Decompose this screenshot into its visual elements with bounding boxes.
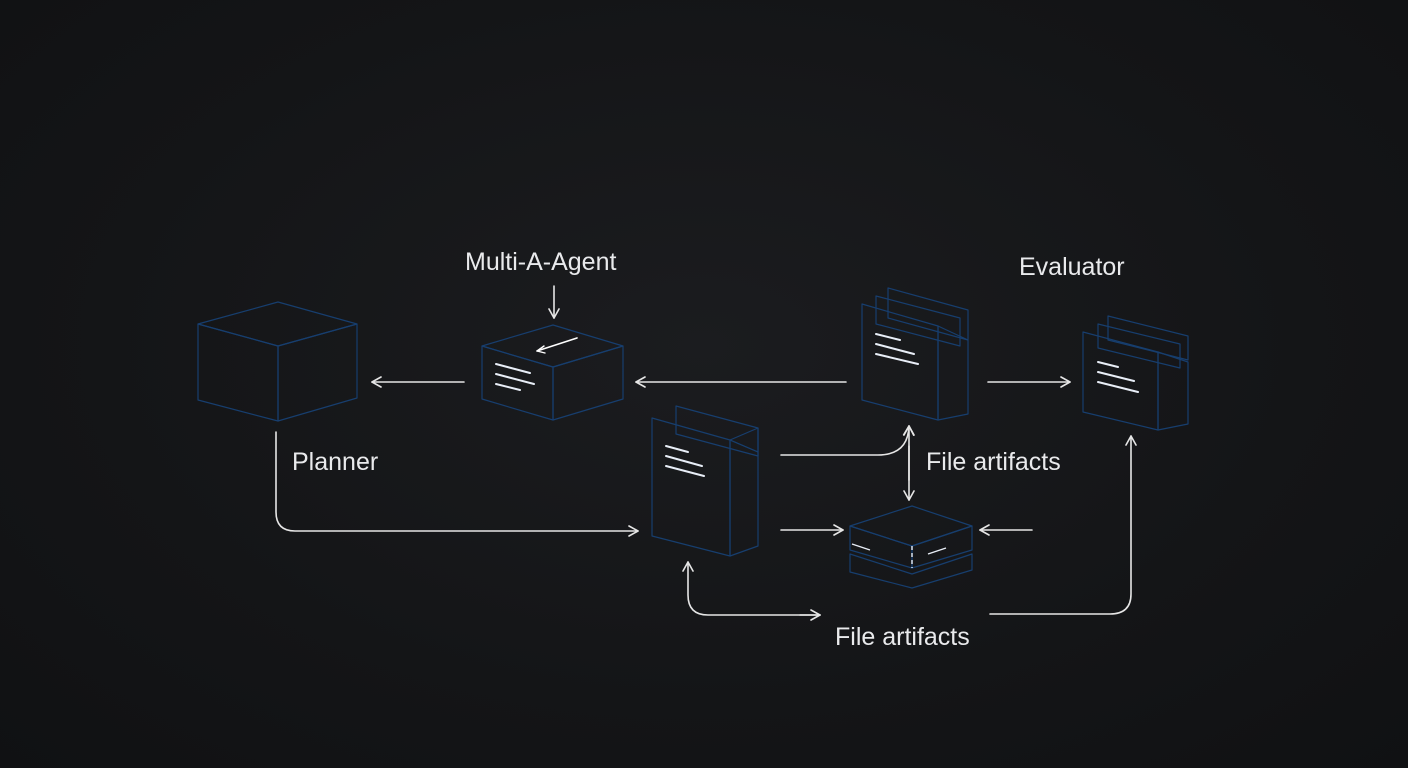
arrow-doc-center-to-top: [780, 425, 915, 456]
arrow-lower-loop: [682, 561, 821, 616]
evaluator-label: Evaluator: [1019, 253, 1125, 281]
agent-box-icon: [481, 324, 624, 421]
artifact-tray-icon: [849, 505, 973, 589]
multi-agent-label: Multi-A-Agent: [465, 248, 616, 276]
arrow-planner-loop: [275, 431, 639, 537]
evaluator-document-icon: [1082, 315, 1189, 431]
file-artifacts-label-upper: File artifacts: [926, 448, 1061, 476]
arrow-to-evaluator-bottom: [989, 435, 1137, 615]
document-stack-center-icon: [651, 405, 759, 557]
file-artifacts-label-lower: File artifacts: [835, 623, 970, 651]
connector-arrows: [275, 285, 1137, 621]
planner-cube-icon: [197, 301, 358, 422]
planner-label: Planner: [292, 448, 378, 476]
document-stack-top-icon: [861, 287, 969, 421]
